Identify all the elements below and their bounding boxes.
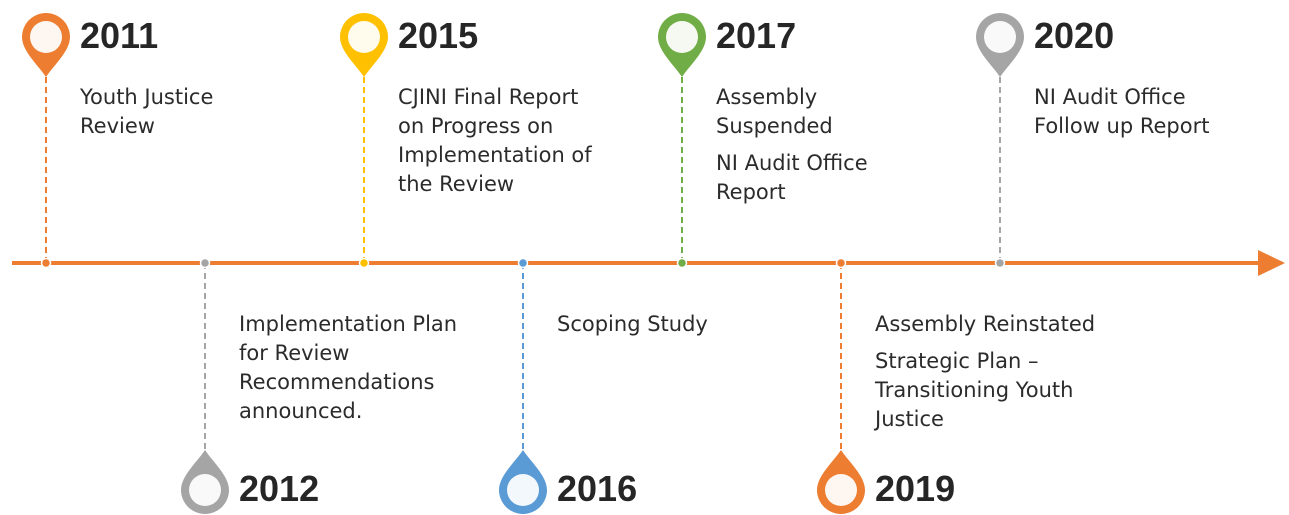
description-line: NI Audit Office xyxy=(1034,85,1186,109)
milestone-2020-marker xyxy=(976,13,1024,269)
milestone-2019-marker xyxy=(817,257,865,514)
pin-inner-circle xyxy=(507,474,539,506)
description-line: Justice xyxy=(875,407,944,431)
milestone-description-2016: Scoping Study xyxy=(557,310,708,339)
description-line: Assembly xyxy=(716,85,818,109)
milestone-year-2012: 2012 xyxy=(239,468,320,509)
description-line: Implementation Plan xyxy=(239,312,458,336)
milestone-2015-marker xyxy=(340,13,388,269)
pin-inner-circle xyxy=(30,21,62,53)
pin-inner-circle xyxy=(825,474,857,506)
description-line: the Review xyxy=(398,172,515,196)
description-line: Assembly Reinstated xyxy=(875,312,1096,336)
milestone-2012-marker xyxy=(181,257,229,514)
pin-inner-circle xyxy=(666,21,698,53)
description-line: Suspended xyxy=(716,114,833,138)
description-line: Report xyxy=(716,180,786,204)
pin-inner-circle xyxy=(189,474,221,506)
axis-dot xyxy=(676,257,688,269)
milestone-year-2017: 2017 xyxy=(716,15,797,56)
timeline-arrowhead xyxy=(1258,250,1285,276)
description-line: Youth Justice xyxy=(80,85,214,109)
pin-inner-circle xyxy=(348,21,380,53)
description-line: Follow up Report xyxy=(1034,114,1210,138)
description-line: NI Audit Office xyxy=(716,151,868,175)
pin-inner-circle xyxy=(984,21,1016,53)
milestone-year-2019: 2019 xyxy=(875,468,956,509)
milestone-description-2015: CJINI Final Report on Progress on Implemen… xyxy=(398,83,638,199)
axis-dot xyxy=(994,257,1006,269)
description-line: announced. xyxy=(239,399,363,423)
description-line: Review xyxy=(80,114,155,138)
description-line: Transitioning Youth xyxy=(875,378,1074,402)
milestone-2011-marker xyxy=(22,13,70,269)
description-line: Implementation of xyxy=(398,143,592,167)
description-line: CJINI Final Report xyxy=(398,85,579,109)
milestone-2016-marker xyxy=(499,257,547,514)
milestone-year-2016: 2016 xyxy=(557,468,638,509)
axis-dot xyxy=(835,257,847,269)
milestone-year-2020: 2020 xyxy=(1034,15,1115,56)
axis-dot xyxy=(40,257,52,269)
description-paragraph: CJINI Final Report on Progress on Implemen… xyxy=(398,83,638,199)
axis-dot xyxy=(199,257,211,269)
axis-dot xyxy=(358,257,370,269)
description-line: Scoping Study xyxy=(557,312,708,336)
description-line: for Review xyxy=(239,341,350,365)
milestone-year-2015: 2015 xyxy=(398,15,479,56)
description-line: Recommendations xyxy=(239,370,435,394)
axis-dot xyxy=(517,257,529,269)
milestone-2017-marker xyxy=(658,13,706,269)
description-line: Strategic Plan – xyxy=(875,349,1039,373)
milestone-year-2011: 2011 xyxy=(80,15,159,56)
description-paragraph: Scoping Study xyxy=(557,310,708,339)
description-line: on Progress on xyxy=(398,114,554,138)
description-paragraph: Assembly Reinstated xyxy=(875,310,1125,339)
